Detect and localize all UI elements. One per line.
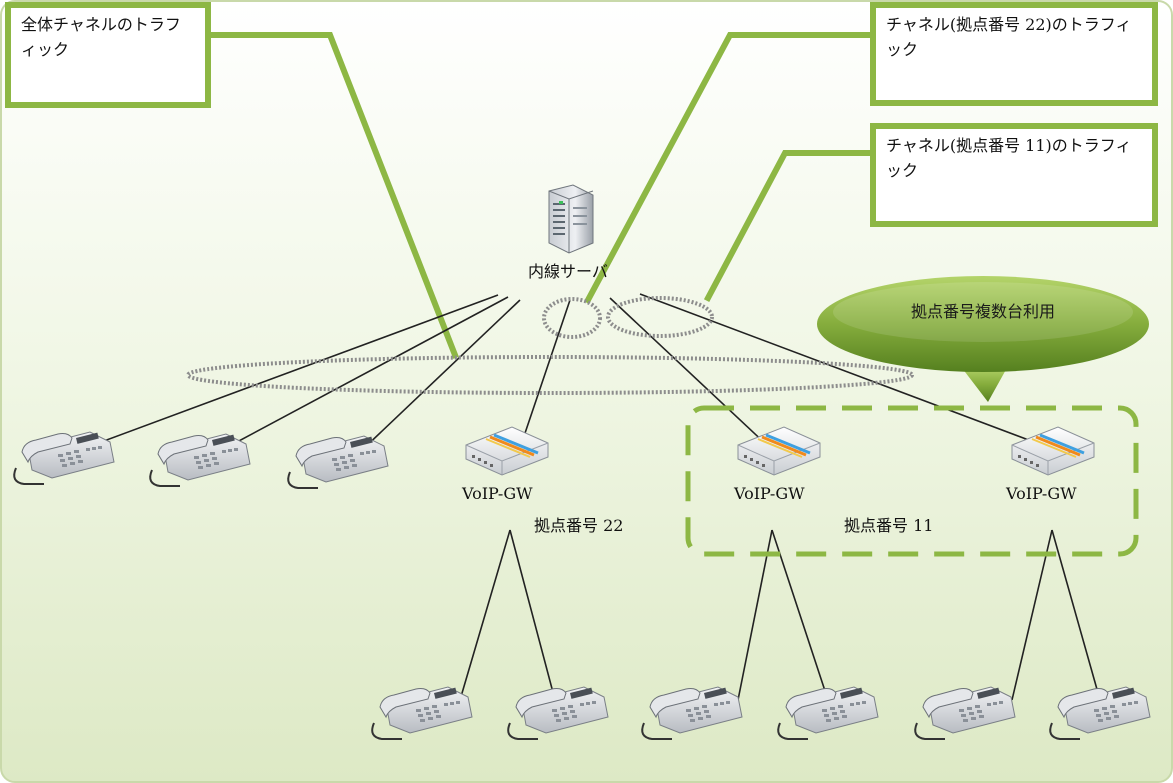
leader-all-channels bbox=[207, 32, 459, 359]
bubble-shape bbox=[817, 276, 1149, 402]
traffic-ellipses bbox=[186, 296, 914, 395]
callout-site11-text: チャネル(拠点番号 11)のトラフィック bbox=[886, 136, 1132, 180]
site22-label: 拠点番号 22 bbox=[534, 516, 624, 535]
bubble-label: 拠点番号複数台利用 bbox=[910, 302, 1055, 321]
ellipse-site11 bbox=[606, 296, 714, 338]
server-links bbox=[84, 293, 1051, 453]
gateway-1-label: VoIP-GW bbox=[462, 484, 533, 503]
ellipse-site22 bbox=[542, 297, 602, 339]
callout-site22: チャネル(拠点番号 22)のトラフィック bbox=[870, 2, 1158, 106]
multi-unit-group-box bbox=[685, 405, 1139, 557]
gateway-links bbox=[459, 529, 1101, 701]
gateway-3-label: VoIP-GW bbox=[1006, 484, 1077, 503]
callout-all-channels: 全体チャネルのトラフィック bbox=[5, 2, 211, 108]
leader-site22 bbox=[583, 32, 873, 305]
server-icon bbox=[548, 184, 594, 254]
ellipse-all-channels bbox=[186, 355, 914, 395]
callout-site11: チャネル(拠点番号 11)のトラフィック bbox=[870, 123, 1158, 227]
server-label: 内線サーバ bbox=[528, 262, 608, 281]
leader-site11 bbox=[703, 150, 873, 303]
site11-label: 拠点番号 11 bbox=[844, 516, 934, 535]
gateway-2-label: VoIP-GW bbox=[734, 484, 805, 503]
callout-site22-text: チャネル(拠点番号 22)のトラフィック bbox=[886, 15, 1132, 59]
callout-leaders bbox=[207, 32, 873, 359]
callout-all-channels-text: 全体チャネルのトラフィック bbox=[21, 15, 181, 59]
